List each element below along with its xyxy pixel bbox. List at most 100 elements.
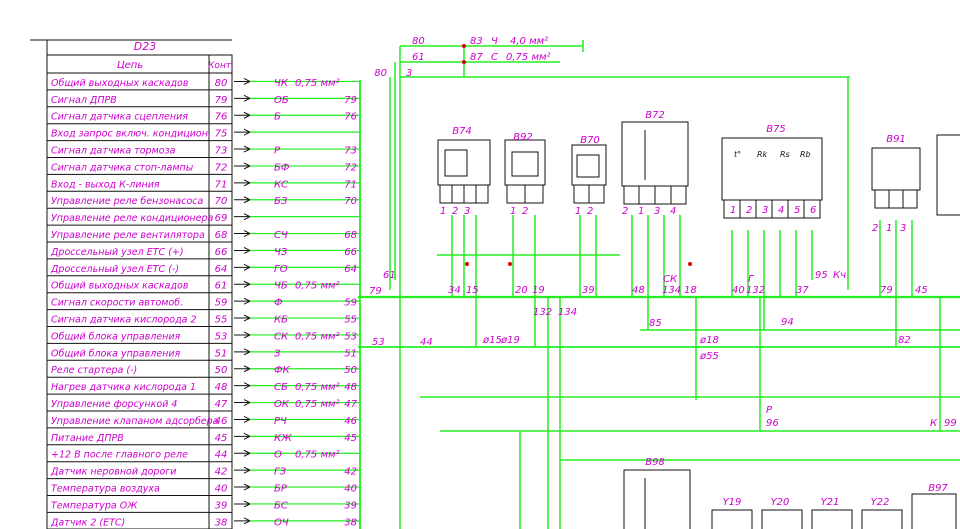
- top-label: 83: [470, 36, 483, 47]
- wire-label: 61: [383, 270, 396, 281]
- row-pin: 71: [215, 179, 228, 190]
- component-pin: 2: [587, 206, 593, 217]
- row-label: Дроссельный узел ЕТС (+): [50, 247, 184, 258]
- row-label: Вход запрос включ. кондицион.: [51, 129, 211, 140]
- wire-label: ø18: [699, 335, 719, 346]
- wire-label: 45: [915, 285, 928, 296]
- component-pin: 6: [810, 205, 816, 216]
- row-arrow: [234, 230, 252, 237]
- main-buses: [358, 295, 960, 529]
- component-b92: [504, 139, 546, 204]
- row-wire-number: 50: [344, 365, 357, 376]
- component-label-y19: Y19: [723, 497, 742, 508]
- row-wire-section: 0,75 мм²: [295, 382, 340, 393]
- wire-label: Кч: [833, 270, 846, 281]
- row-label: Сигнал датчика стоп-лампы: [51, 162, 194, 173]
- component-label-y22: Y22: [871, 497, 890, 508]
- component-pin: 3: [762, 205, 768, 216]
- row-wire-section: 0,75 мм²: [295, 281, 340, 292]
- component-pin: 1: [510, 206, 516, 217]
- row-arrow: [234, 416, 252, 423]
- row-wire-number: 40: [344, 484, 357, 495]
- component-pin: 1: [730, 205, 736, 216]
- row-wire-color: ОК: [274, 399, 290, 410]
- row-pin: 72: [215, 162, 228, 173]
- row-label: Сигнал ДПРВ: [51, 95, 117, 106]
- row-arrow: [234, 179, 252, 187]
- row-wire-number: 42: [344, 467, 357, 478]
- component-pin: 3: [464, 206, 470, 217]
- top-label: 80: [412, 36, 425, 47]
- component-b91: [871, 147, 921, 209]
- row-label: Управление реле кондиционера: [51, 213, 213, 224]
- row-pin: 69: [215, 213, 228, 224]
- row-pin: 68: [215, 230, 228, 241]
- component-pin: 2: [872, 223, 878, 234]
- wire-label: 99: [944, 418, 957, 429]
- row-wire-number: 72: [344, 162, 357, 173]
- row-arrow: [234, 196, 252, 204]
- row-wire-number: 53: [344, 331, 357, 342]
- row-pin: 46: [215, 416, 228, 427]
- row-pin: 55: [215, 315, 228, 326]
- row-wire-number: 39: [344, 500, 357, 511]
- components: [437, 121, 960, 529]
- wire-label: 96: [766, 418, 779, 429]
- row-wire-color: БЗ: [274, 196, 288, 207]
- row-wire-number: 71: [344, 179, 357, 190]
- row-pin: 73: [215, 146, 228, 157]
- row-label: Сигнал датчика кислорода 2: [51, 315, 197, 326]
- component-label-b98: B98: [645, 457, 665, 468]
- wire-label: 15: [466, 285, 479, 296]
- row-arrow: [234, 500, 252, 508]
- row-pin: 42: [215, 467, 228, 478]
- component-y19: [711, 509, 753, 529]
- row-wire-number: 68: [344, 230, 357, 241]
- component-y21: [811, 509, 853, 529]
- wire-label: СК: [663, 274, 678, 285]
- row-wire-color: ФК: [274, 365, 291, 376]
- b75-element-label: t°: [734, 150, 741, 159]
- wire-label: 79: [369, 286, 382, 297]
- row-wire-number: 55: [344, 315, 357, 326]
- row-wire-number: 51: [344, 348, 357, 359]
- row-label: Общий блока управления: [51, 348, 181, 359]
- component-label-b74: B74: [452, 126, 472, 137]
- row-arrow: [234, 348, 252, 356]
- row-pin: 79: [215, 95, 228, 106]
- wire-label: 18: [684, 285, 697, 296]
- row-arrow: [234, 517, 252, 525]
- row-pin: 51: [215, 348, 228, 359]
- component-pin: 5: [794, 205, 800, 216]
- component-b74: [437, 139, 491, 204]
- top-label: Ч: [491, 36, 498, 47]
- row-label: Общий выходных каскадов: [51, 78, 189, 89]
- row-arrow: [234, 399, 252, 406]
- row-wire-section: 0,75 мм²: [295, 331, 340, 342]
- row-pin: 61: [215, 281, 228, 292]
- top-label: С: [491, 52, 498, 63]
- component-pin: 1: [886, 223, 892, 234]
- component-pin: 4: [778, 205, 784, 216]
- row-pin: 75: [215, 129, 228, 140]
- row-arrow: [234, 449, 252, 457]
- row-arrow: [234, 145, 252, 153]
- component-b97: [911, 493, 957, 529]
- wire-label: 20: [515, 285, 528, 296]
- row-arrow: [234, 128, 252, 136]
- row-arrow: [234, 111, 252, 119]
- row-wire-color: СЧ: [274, 230, 288, 241]
- wire-label: ø15: [482, 335, 502, 346]
- row-label: Сигнал скорости автомоб.: [51, 298, 183, 309]
- wire-label: 39: [582, 285, 595, 296]
- row-wire-color: З: [274, 348, 281, 359]
- wire-label: 19: [532, 285, 545, 296]
- row-wire-number: 45: [344, 433, 357, 444]
- row-arrow: [234, 263, 252, 271]
- row-wire-section: 0,75 мм²: [295, 399, 340, 410]
- component-pin: 4: [670, 206, 676, 217]
- wire-label: 44: [420, 337, 433, 348]
- row-label: Датчик 2 (ЕТС): [50, 517, 125, 528]
- row-wire-color: КЖ: [274, 433, 293, 444]
